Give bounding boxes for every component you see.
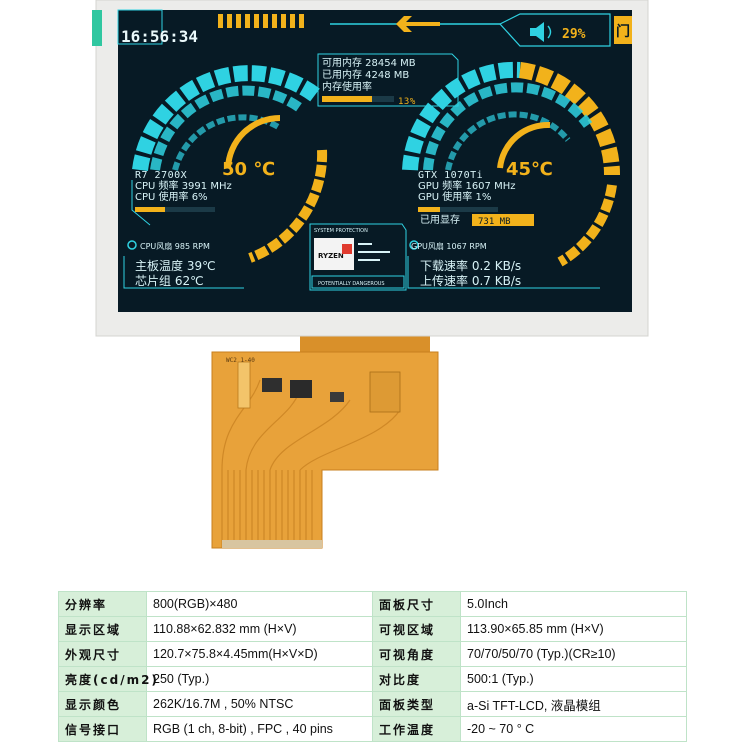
volume-percent: 29% (562, 27, 586, 42)
memory-available: 可用内存 28454 MB (322, 56, 416, 69)
ryzen-badge: SYSTEM PROTECTION RYZEN POTENTIALLY DANG… (309, 223, 407, 291)
spec-value: 800(RGB)×480 (146, 591, 373, 617)
spec-value: 5.0Inch (460, 591, 687, 617)
spec-key: 分辨率 (58, 591, 147, 617)
spec-value: 250 (Typ.) (146, 666, 373, 692)
spec-value: 262K/16.7M , 50% NTSC (146, 691, 373, 717)
spec-key: 对比度 (372, 666, 461, 692)
spec-key: 信号接口 (58, 716, 147, 742)
gpu-frequency: GPU 频率 1607 MHz (418, 179, 515, 192)
gpu-fan-speed: GPU风扇 1067 RPM (411, 241, 487, 251)
fan-icon (127, 240, 137, 250)
lcd-module-photo: WC2 1-40 16:56:34 29% 门 R7 2700X (92, 0, 649, 549)
spec-value: 113.90×65.85 mm (H×V) (460, 616, 687, 642)
gpu-fan-icon (409, 240, 419, 250)
cpu-temperature: 50 ℃ (222, 159, 275, 180)
spec-key: 显示颜色 (58, 691, 147, 717)
gpu-gauge: GTX 1070Ti 45℃ GPU 频率 1607 MHz GPU 使用率 1… (402, 61, 621, 289)
table-row: 亮度(cd/m2) 250 (Typ.) 对比度 500:1 (Typ.) (58, 666, 687, 692)
memory-usage-bar (322, 96, 372, 102)
table-row: 外观尺寸 120.7×75.8×4.45mm(H×V×D) 可视角度 70/70… (58, 641, 687, 667)
lcd-screen (118, 10, 632, 312)
cpu-usage: CPU 使用率 6% (135, 190, 208, 203)
board-temperature: 主板温度 39℃ (135, 258, 216, 273)
spec-key: 可视区域 (372, 616, 461, 642)
clock-text: 16:56:34 (121, 27, 198, 46)
cpu-gauge: R7 2700X 50 ℃ CPU 频率 3991 MHz CPU 使用率 6%… (123, 65, 328, 289)
table-row: 显示颜色 262K/16.7M , 50% NTSC 面板类型 a-Si TFT… (58, 691, 687, 717)
svg-text:门: 门 (616, 23, 630, 40)
gpu-usage: GPU 使用率 1% (418, 190, 491, 203)
memory-usage-percent: 13% (398, 97, 416, 107)
spec-key: 亮度(cd/m2) (58, 666, 157, 692)
download-rate: 下载速率 0.2 KB/s (420, 258, 521, 273)
fpc-label: WC2 1-40 (226, 357, 255, 364)
memory-usage-label: 内存使用率 (322, 80, 372, 93)
spec-value: RGB (1 ch, 8-bit) , FPC , 40 pins (146, 716, 373, 742)
gpu-model: GTX 1070Ti (418, 170, 483, 181)
gpu-vram-value: 731 MB (478, 217, 511, 227)
spec-key: 可视角度 (372, 641, 461, 667)
spec-key: 工作温度 (372, 716, 461, 742)
chipset-temperature: 芯片组 62℃ (135, 274, 204, 288)
speaker-icon (530, 22, 544, 42)
spec-key: 外观尺寸 (58, 641, 147, 667)
spec-value: 110.88×62.832 mm (H×V) (146, 616, 373, 642)
spec-key: 面板类型 (372, 691, 461, 717)
protective-film-tab (92, 10, 102, 46)
spec-table: 分辨率 800(RGB)×480 面板尺寸 5.0Inch 显示区域 110.8… (58, 591, 687, 742)
memory-used: 已用内存 4248 MB (322, 68, 409, 81)
spec-value: a-Si TFT-LCD, 液晶模组 (460, 691, 687, 717)
gpu-temperature: 45℃ (506, 159, 553, 180)
badge-top-text: SYSTEM PROTECTION (314, 228, 368, 234)
spec-value: 500:1 (Typ.) (460, 666, 687, 692)
gpu-vram-label: 已用显存 (420, 213, 460, 226)
spec-value: -20 ~ 70 ° C (460, 716, 687, 742)
cpu-model: R7 2700X (135, 170, 187, 181)
spec-value: 70/70/50/70 (Typ.)(CR≥10) (460, 641, 687, 667)
upload-rate: 上传速率 0.7 KB/s (420, 273, 521, 288)
cpu-usage-bar (135, 207, 165, 212)
table-row: 显示区域 110.88×62.832 mm (H×V) 可视区域 113.90×… (58, 616, 687, 642)
memory-panel: 可用内存 28454 MB 已用内存 4248 MB 内存使用率 13% (317, 53, 459, 107)
top-status-strip: 16:56:34 29% 门 (117, 9, 632, 47)
cpu-frequency: CPU 频率 3991 MHz (135, 179, 232, 192)
table-row: 分辨率 800(RGB)×480 面板尺寸 5.0Inch (58, 591, 687, 617)
ryzen-logo-text: RYZEN (318, 252, 344, 260)
table-row: 信号接口 RGB (1 ch, 8-bit) , FPC , 40 pins 工… (58, 716, 687, 742)
back-arrow-icon (396, 16, 440, 32)
badge-bottom-text: POTENTIALLY DANGEROUS (318, 281, 385, 287)
fpc-flex-cable: WC2 1-40 (211, 335, 439, 549)
cpu-fan-speed: CPU风扇 985 RPM (140, 241, 210, 251)
spec-key: 显示区域 (58, 616, 147, 642)
spec-key: 面板尺寸 (372, 591, 461, 617)
gpu-usage-bar (418, 207, 440, 212)
spec-value: 120.7×75.8×4.45mm(H×V×D) (146, 641, 373, 667)
